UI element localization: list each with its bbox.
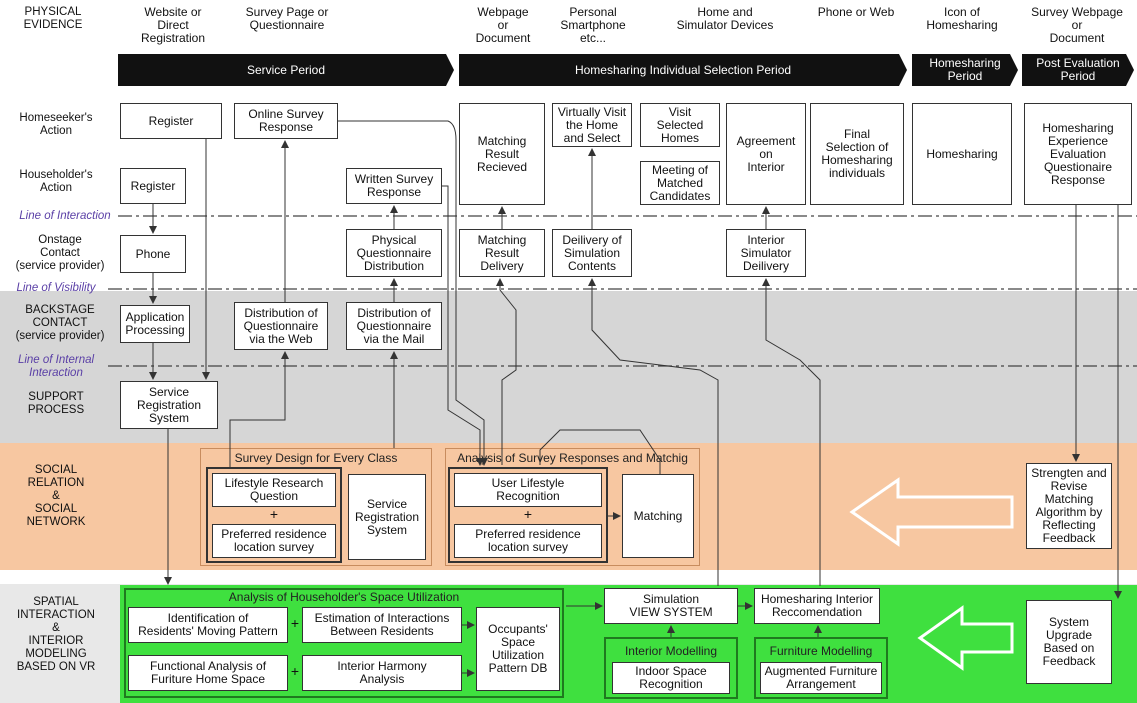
homesharing-interior-recommendation-box: Homesharing Interior Reccomendation (754, 588, 880, 624)
analysis-title: Analysis of Survey Responses and Matchig (457, 451, 688, 465)
matching-result-delivery-box: Matching Result Delivery (459, 229, 545, 277)
lifestyle-research-question-box: Lifestyle Research Question (212, 473, 336, 507)
period-selection: Homesharing Individual Selection Period (459, 54, 907, 86)
matching-result-received-box: Matching Result Recieved (459, 103, 545, 205)
evidence-survey-webpage: Survey Webpage or Document (1031, 5, 1123, 45)
functional-analysis-box: Functional Analysis of Furiture Home Spa… (128, 655, 288, 691)
evidence-smartphone: Personal Smartphone etc... (560, 5, 626, 45)
period-post-evaluation: Post Evaluation Period (1022, 54, 1134, 86)
application-processing-box: Application Processing (120, 305, 190, 343)
agreement-on-interior-box: Agreement on Interior (726, 103, 806, 205)
physical-questionnaire-box: Physical Questionnaire Distribution (346, 229, 442, 277)
interior-harmony-box: Interior Harmony Analysis (302, 655, 462, 691)
homeseeker-register-box: Register (120, 103, 222, 139)
row-physical-evidence: PHYSICAL EVIDENCE (23, 6, 83, 31)
row-social-relation: SOCIAL RELATION & SOCIAL NETWORK (26, 464, 86, 528)
row-spatial-interaction: SPATIAL INTERACTION & INTERIOR MODELING … (16, 596, 96, 673)
interior-modelling-group (604, 637, 738, 699)
indoor-space-recognition-box: Indoor Space Recognition (612, 662, 730, 694)
evidence-home-simulator: Home and Simulator Devices (676, 5, 774, 32)
online-survey-response-box: Online Survey Response (234, 103, 338, 139)
preferred-residence-box-1: Preferred residence location survey (212, 524, 336, 558)
written-survey-response-box: Written Survey Response (346, 168, 442, 204)
user-lifestyle-recognition-box: User Lifestyle Recognition (454, 473, 602, 507)
row-onstage-contact: Onstage Contact (service provider) (15, 234, 105, 272)
system-upgrade-box: System Upgrade Based on Feedback (1026, 600, 1112, 684)
row-backstage-contact: BACKSTAGE CONTACT (service provider) (15, 304, 105, 342)
interior-simulator-delivery-box: Interior Simulator Deilivery (726, 229, 806, 277)
evidence-icon: Icon of Homesharing (926, 5, 998, 32)
virtual-visit-box: Virtually Visit the Home and Select (552, 103, 632, 147)
simulation-contents-delivery-box: Deilivery of Simulation Contents (552, 229, 632, 277)
identification-moving-pattern-box: Identification of Residents' Moving Patt… (128, 607, 288, 643)
furniture-modelling-group (754, 637, 888, 699)
matching-box: Matching (622, 474, 694, 558)
plus-sign-analysis: + (523, 506, 533, 522)
furniture-modelling-title: Furniture Modelling (769, 644, 873, 658)
survey-inner-frame (206, 467, 342, 563)
plus-sign-spatial-1: + (290, 615, 300, 631)
row-support-process: SUPPORT PROCESS (27, 391, 85, 416)
householder-register-box: Register (120, 168, 186, 204)
meeting-matched-candidates-box: Meeting of Matched Candidates (640, 161, 720, 205)
evidence-survey-page: Survey Page or Questionnaire (245, 5, 329, 32)
line-of-visibility-label: Line of Visibility (16, 282, 96, 294)
space-utilization-title: Analysis of Householder's Space Utilizat… (228, 590, 460, 604)
evidence-website: Website or Direct Registration (140, 5, 206, 45)
evaluation-questionnaire-box: Homesharing Experience Evaluation Questi… (1024, 103, 1132, 205)
plus-sign-survey: + (269, 506, 279, 522)
strengthen-algorithm-box: Strengten and Revise Matching Algorithm … (1026, 463, 1112, 549)
space-utilization-group (124, 588, 564, 698)
occupants-space-db-box: Occupants' Space Utilization Pattern DB (476, 607, 560, 691)
line-of-interaction-label: Line of Interaction (19, 210, 111, 222)
final-selection-box: Final Selection of Homesharing individua… (810, 103, 904, 205)
homesharing-box: Homesharing (912, 103, 1012, 205)
row-householder-action: Householder's Action (19, 169, 93, 194)
simulation-view-system-box: Simulation VIEW SYSTEM (604, 588, 738, 624)
row-homeseeker-action: Homeseeker's Action (19, 112, 93, 137)
period-service: Service Period (118, 54, 454, 86)
line-of-internal-interaction-label: Line of Internal Interaction (17, 354, 95, 379)
visit-selected-homes-box: Visit Selected Homes (640, 103, 720, 147)
survey-design-title: Survey Design for Every Class (234, 451, 398, 465)
evidence-phone-web: Phone or Web (817, 5, 895, 19)
augmented-furniture-box: Augmented Furniture Arrangement (760, 662, 882, 694)
evidence-webpage: Webpage or Document (475, 5, 531, 45)
service-registration-system-box: Service Registration System (120, 381, 218, 429)
survey-design-group (200, 448, 432, 566)
distribution-mail-box: Distribution of Questionnaire via the Ma… (346, 302, 442, 350)
plus-sign-spatial-2: + (290, 663, 300, 679)
interior-modelling-title: Interior Modelling (624, 644, 718, 658)
social-service-registration-box: Service Registration System (348, 474, 426, 560)
preferred-residence-box-2: Preferred residence location survey (454, 524, 602, 558)
estimation-interactions-box: Estimation of Interactions Between Resid… (302, 607, 462, 643)
period-homesharing: Homesharing Period (912, 54, 1018, 86)
phone-box: Phone (120, 235, 186, 273)
distribution-web-box: Distribution of Questionnaire via the We… (234, 302, 328, 350)
